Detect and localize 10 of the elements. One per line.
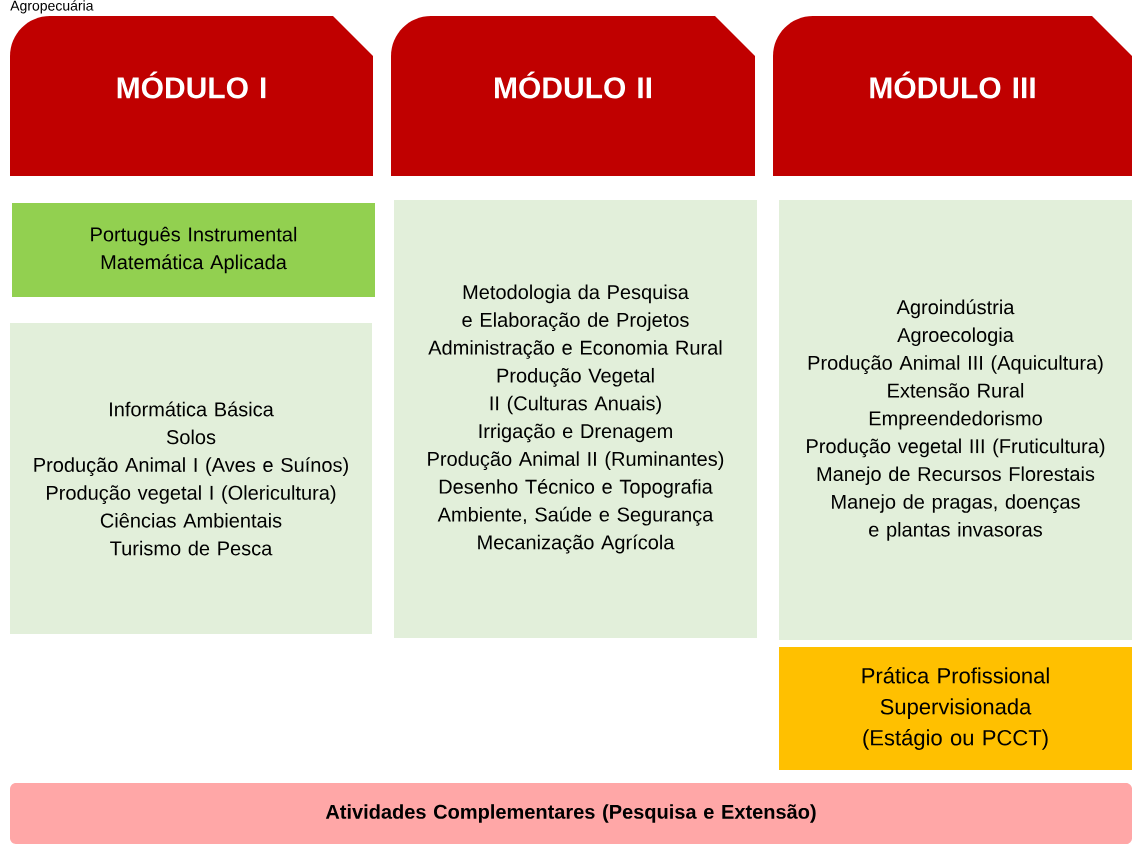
subject-box: Informática Básica Solos Produção Animal I (Aves e Suínos) Produção vegetal I (Olericultura) Ciências Ambientais Turismo de Pesca — [10, 323, 372, 634]
subject-box: Metodologia da Pesquisa e Elaboração de Projetos Administração e Economia Rural Produção Vegetal II (Culturas Anuais) Irrigação e Drenagem Produção Animal II (Ruminantes) Desenho Técnico e Topografia Ambiente, Saúde e Segurança Mecanização Agrícola — [394, 200, 757, 638]
subject-box: Português Instrumental Matemática Aplicada — [12, 203, 375, 297]
module-header: MÓDULO II — [391, 16, 755, 176]
page-title: Agropecuária — [10, 0, 94, 14]
module-header: MÓDULO I — [10, 16, 373, 176]
subject-box: Prática Profissional Supervisionada (Estágio ou PCCT) — [779, 647, 1132, 770]
module-header: MÓDULO III — [773, 16, 1132, 176]
activities-bar: Atividades Complementares (Pesquisa e Extensão) — [10, 783, 1132, 844]
subject-box: Agroindústria Agroecologia Produção Animal III (Aquicultura) Extensão Rural Empreendedorismo Produção vegetal III (Fruticultura) Manejo de Recursos Florestais Manejo de pragas, doenças e plantas invasoras — [779, 200, 1132, 640]
